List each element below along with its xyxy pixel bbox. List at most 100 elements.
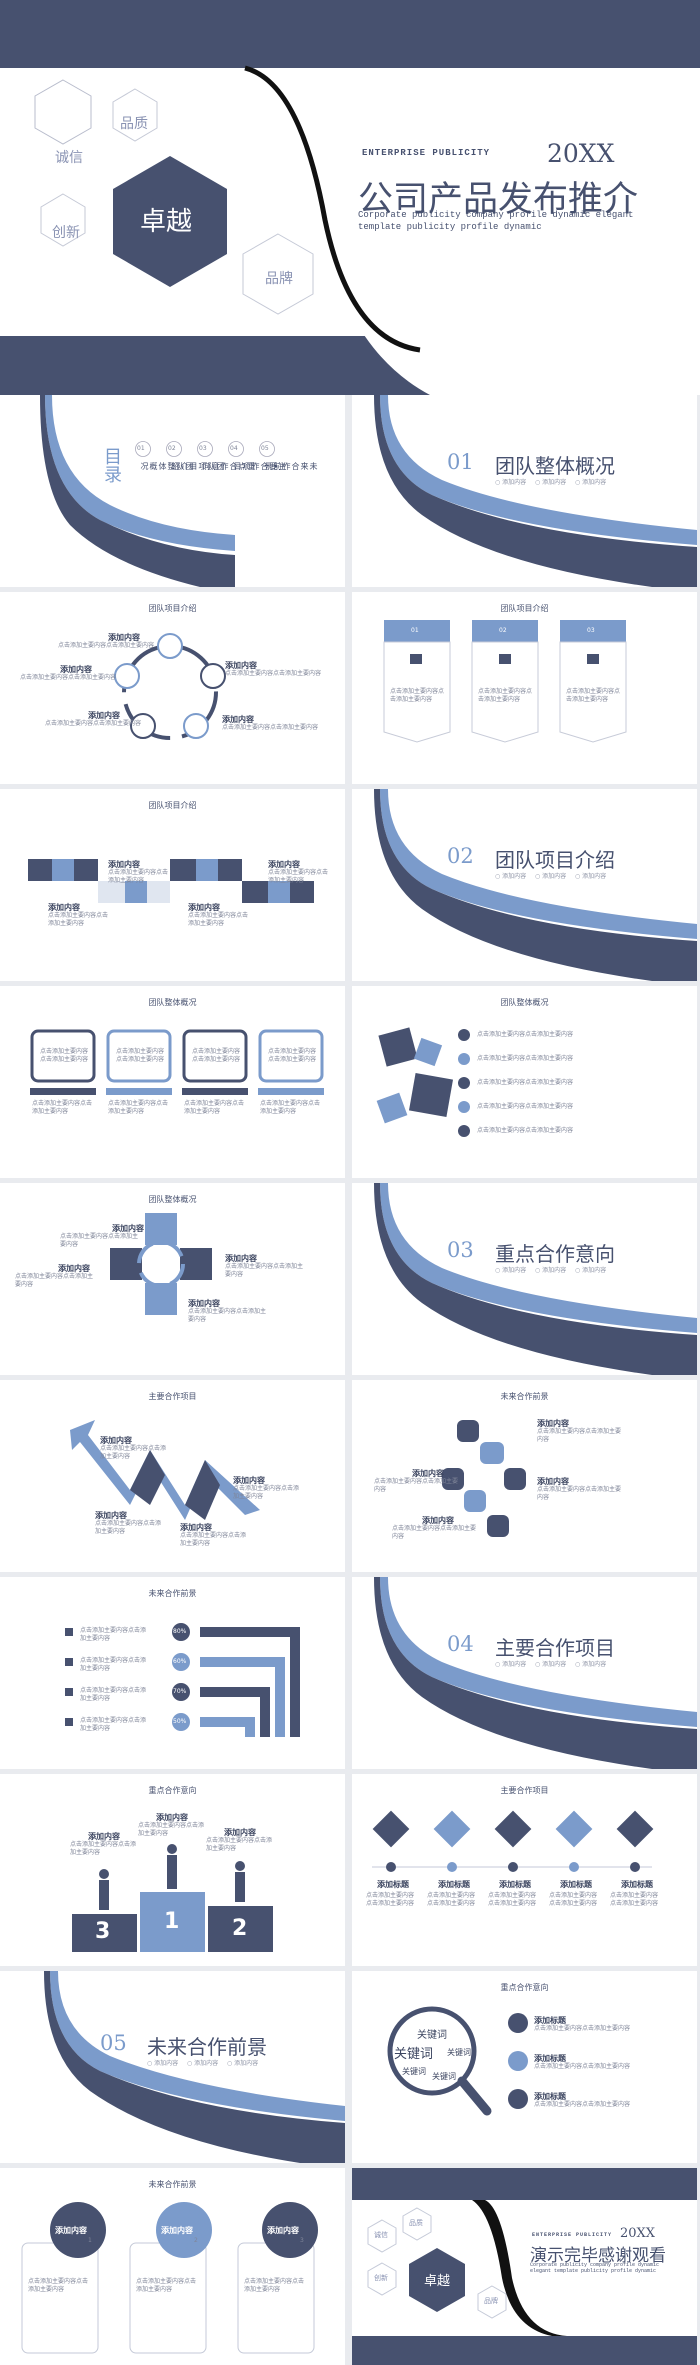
card-number: 03: [587, 627, 595, 634]
section-number: 05: [100, 2031, 127, 2055]
content-text: 点击添加主要内容点击添加主要内容: [392, 1525, 477, 1540]
content-label: 添加内容: [108, 860, 140, 869]
section-04-slide: 04 主要合作项目 ○ 添加内容 ○ 添加内容 ○ 添加内容: [352, 1577, 697, 1769]
circle-label: 添加内容: [55, 2226, 87, 2235]
diamond-row: [372, 1810, 654, 1872]
puzzle-pieces: [376, 1027, 470, 1137]
slide-title: 主要合作项目: [148, 1392, 197, 1401]
quote-boxes: [30, 1029, 324, 1095]
circle-label: 添加内容: [161, 2226, 193, 2235]
quote-text: 点击添加主要内容点击添加主要内容: [268, 1048, 317, 1063]
content-label: 添加内容: [222, 715, 254, 724]
card-text: 点击添加主要内容点击添加主要内容: [566, 688, 621, 703]
podium-rank: 1: [164, 1909, 180, 1934]
toc-num-ring: [228, 441, 244, 457]
slide-title: 团队整体概况: [148, 1195, 197, 1204]
circle-text: 点击添加主要内容点击添加主要内容: [28, 2278, 89, 2293]
content-text: 点击添加主要内容点击添加主要内容: [537, 1428, 622, 1443]
content-label: 添加内容: [88, 711, 120, 720]
keyword: 关键词: [447, 2048, 471, 2057]
diamond-text: 点击添加主要内容点击添加主要内容: [488, 1892, 537, 1907]
card-shapes: [383, 620, 627, 743]
section-sub: ○ 添加内容: [575, 1661, 607, 1668]
content-text: 点击添加主要内容点击添加主要内容: [268, 869, 329, 884]
loop-diagram: [442, 1420, 526, 1537]
section-03-slide: 03 重点合作意向 ○ 添加内容 ○ 添加内容 ○ 添加内容: [352, 1183, 697, 1375]
toc-item[interactable]: 04 主要合作项目: [227, 440, 287, 470]
content-label: 添加内容: [100, 1436, 132, 1445]
puzzle-text: 点击添加主要内容点击添加主要内容: [477, 1079, 574, 1086]
puzzle-text: 点击添加主要内容点击添加主要内容: [477, 1031, 574, 1038]
content-label: 添加内容: [88, 1832, 120, 1841]
content-label: 添加内容: [225, 1254, 257, 1263]
magnifier-title: 添加标题: [534, 2054, 566, 2063]
content-text: 点击添加主要内容点击添加主要内容: [537, 1486, 622, 1501]
cover-slide: 品质 诚信 创新 品牌 卓越 ENTERPRISE PUBLICITY 20XX…: [0, 0, 700, 395]
end-hex-label: 品牌: [484, 2297, 498, 2305]
block-grid: [28, 859, 314, 903]
magnifier-title: 添加标题: [534, 2092, 566, 2101]
content-text: 点击添加主要内容点击添加主要内容: [70, 1841, 137, 1856]
keyword: 关键词: [402, 2067, 426, 2076]
toc-item-text: 团队整体概况: [140, 462, 194, 470]
ending-decoration: [352, 2168, 697, 2365]
toc-item[interactable]: 02 团队项目介绍: [165, 440, 225, 470]
slide-title: 团队整体概况: [148, 998, 197, 1007]
toc-item[interactable]: 01 团队整体概况: [134, 440, 194, 470]
card-text: 点击添加主要内容点击添加主要内容: [478, 688, 533, 703]
section-05-slide: 05 未来合作前景 ○ 添加内容 ○ 添加内容 ○ 添加内容: [0, 1971, 345, 2163]
content-text: 点击添加主要内容点击添加主要内容: [58, 642, 155, 649]
circle-number: 3: [300, 2237, 304, 2244]
diamond-title: 添加标题: [499, 1880, 531, 1889]
ending-slide: 诚信 品质 创新 品牌 卓越 ENTERPRISE PUBLICITY 20XX…: [352, 2168, 697, 2365]
content-label: 添加内容: [188, 903, 220, 912]
section-curve: [374, 789, 697, 981]
section-sub: ○ 添加内容: [187, 2060, 219, 2067]
toc-num-ring: [197, 441, 213, 457]
section-number: 04: [447, 1632, 474, 1656]
toc-item[interactable]: 03 重点合作意向: [196, 440, 256, 470]
podium-rank: 2: [232, 1916, 248, 1941]
quote-text: 点击添加主要内容点击添加主要内容: [40, 1048, 89, 1063]
podium-rank: 3: [95, 1919, 111, 1944]
hex-label-innovation: 创新: [52, 225, 80, 241]
slide-title: 团队项目介绍: [500, 604, 549, 613]
bent-arrows: [65, 1623, 300, 1737]
hex-label-quality: 品质: [120, 116, 148, 132]
section-title: 团队项目介绍: [495, 848, 615, 872]
content-text: 点击添加主要内容点击添加主要内容: [100, 1445, 167, 1460]
quotes-slide: 团队整体概况 点击添加主要内容点击添加主要内容 点击添加主要内容点击添加主要内容…: [0, 986, 345, 1178]
content-text: 点击添加主要内容点击添加主要内容: [45, 720, 142, 727]
section-sub: ○ 添加内容: [575, 479, 607, 486]
quote-caption: 点击添加主要内容点击添加主要内容: [184, 1100, 245, 1115]
section-01-slide: 01 团队整体概况 ○ 添加内容 ○ 添加内容 ○ 添加内容: [352, 395, 697, 587]
toc-num-ring: [166, 441, 182, 457]
toc-item[interactable]: 05 未来合作前景: [258, 440, 318, 470]
cover-subtitle: Corporate publicity company profile dyna…: [358, 210, 634, 232]
content-label: 添加内容: [233, 1476, 265, 1485]
toc-num-ring: [135, 441, 151, 457]
hex-label-integrity: 诚信: [55, 150, 83, 166]
cards-slide: 团队项目介绍 01 02 03 点击添加主要内容点击添加主要内容 点击添加主要内…: [352, 592, 697, 784]
content-label: 添加内容: [422, 1516, 454, 1525]
toc-label: 目录: [101, 447, 122, 483]
content-label: 添加内容: [225, 661, 257, 670]
percent-value: 80%: [173, 1628, 187, 1635]
content-text: 点击添加主要内容点击添加主要内容: [48, 912, 109, 927]
top-band: [0, 0, 700, 68]
slide-title: 未来合作前景: [148, 1589, 197, 1598]
diamond-text: 点击添加主要内容点击添加主要内容: [366, 1892, 415, 1907]
keyword: 关键词: [417, 2030, 447, 2041]
cycle-diagram: [114, 633, 226, 740]
quote-text: 点击添加主要内容点击添加主要内容: [192, 1048, 241, 1063]
diamond-title: 添加标题: [560, 1880, 592, 1889]
puzzle-text: 点击添加主要内容点击添加主要内容: [477, 1055, 574, 1062]
quote-caption: 点击添加主要内容点击添加主要内容: [108, 1100, 169, 1115]
end-subtitle: Corporate publicity company profile dyna…: [530, 2262, 660, 2274]
slide-title: 重点合作意向: [148, 1786, 197, 1795]
circles-slide: 未来合作前景 添加内容 添加内容 添加内容 1 2 3 点击添加主要内容点击添加…: [0, 2168, 345, 2365]
section-curve: [374, 395, 697, 587]
end-hex-label: 诚信: [374, 2231, 388, 2239]
cross-diagram: [110, 1213, 212, 1315]
content-label: 添加内容: [95, 1511, 127, 1520]
